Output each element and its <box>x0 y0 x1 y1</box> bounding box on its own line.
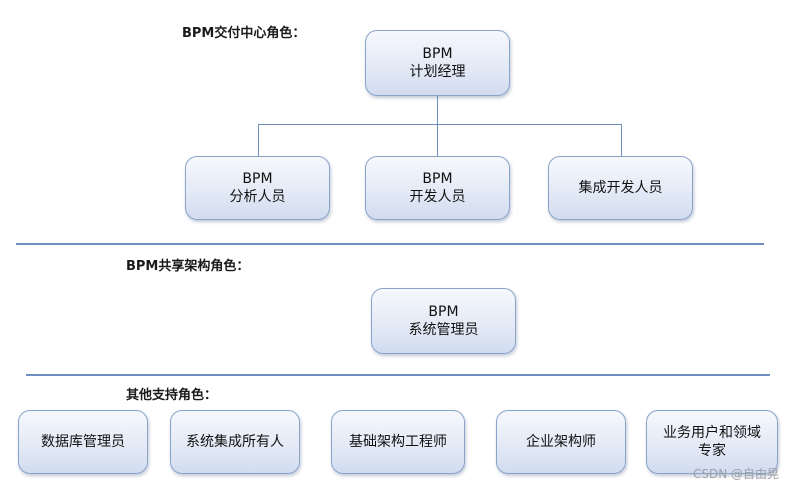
plan-manager-line1: BPM <box>422 46 453 62</box>
developer-line2: 开发人员 <box>409 189 466 205</box>
watermark-text: CSDN @自由晃 <box>692 467 779 481</box>
infrastructure-engineer-label: 基础架构工程师 <box>349 434 447 450</box>
business-domain-expert-box: 业务用户和领域 专家 <box>646 410 778 474</box>
enterprise-architect-box: 企业架构师 <box>496 410 626 474</box>
system-admin-line2: 系统管理员 <box>408 322 479 338</box>
system-admin-box: BPM 系统管理员 <box>371 288 516 354</box>
delivery-section-label: BPM交付中心角色： <box>182 26 306 41</box>
infrastructure-engineer-box: 基础架构工程师 <box>331 410 465 474</box>
system-admin-line1: BPM <box>428 304 459 320</box>
connector-right <box>621 124 622 156</box>
connector-middle <box>437 124 438 156</box>
connector-trunk <box>437 96 438 124</box>
system-integration-owner-box: 系统集成所有人 <box>170 410 300 474</box>
analyst-line2: 分析人员 <box>229 189 286 205</box>
integration-developer-box: 集成开发人员 <box>548 156 693 220</box>
system-integration-owner-label: 系统集成所有人 <box>186 434 284 450</box>
dba-box: 数据库管理员 <box>18 410 148 474</box>
analyst-line1: BPM <box>242 171 273 187</box>
connector-left <box>258 124 259 156</box>
support-section-label: 其他支持角色： <box>126 388 218 403</box>
developer-box: BPM 开发人员 <box>365 156 510 220</box>
connector-horizontal <box>258 124 622 125</box>
shared-section-label: BPM共享架构角色： <box>126 259 250 274</box>
plan-manager-box: BPM 计划经理 <box>365 30 510 96</box>
business-domain-expert-line2: 专家 <box>698 443 726 459</box>
dba-label: 数据库管理员 <box>41 434 125 450</box>
enterprise-architect-label: 企业架构师 <box>526 434 596 450</box>
business-domain-expert-line1: 业务用户和领域 <box>663 425 761 441</box>
plan-manager-line2: 计划经理 <box>409 64 466 80</box>
integration-developer-label: 集成开发人员 <box>578 180 663 196</box>
section-divider-2 <box>26 374 770 376</box>
analyst-box: BPM 分析人员 <box>185 156 330 220</box>
developer-line1: BPM <box>422 171 453 187</box>
section-divider-1 <box>16 243 764 245</box>
